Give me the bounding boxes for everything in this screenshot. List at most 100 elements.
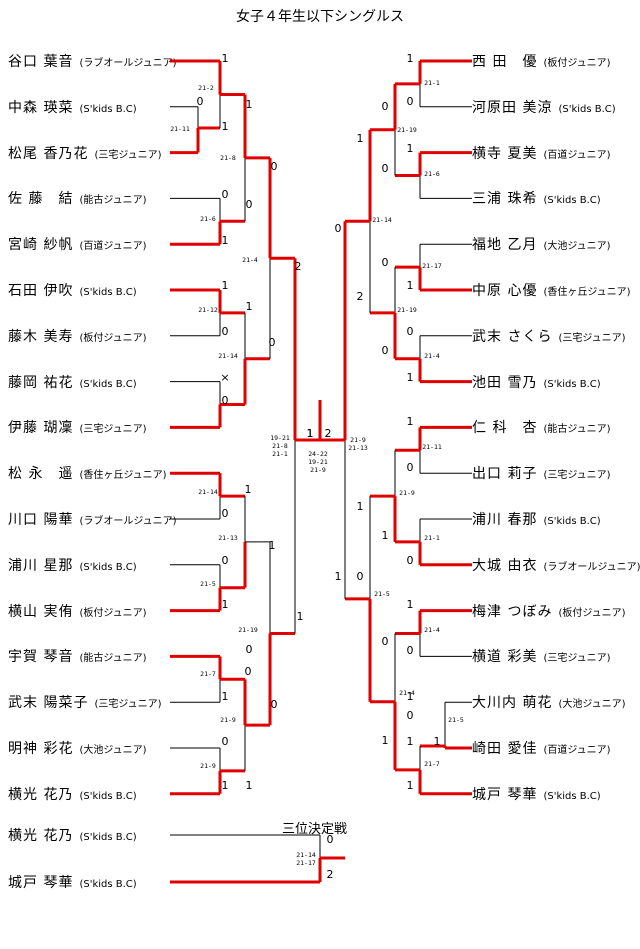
player-club: (S'kids B.C) <box>79 790 137 802</box>
match-score: 1 <box>222 52 229 65</box>
match-score: 2 <box>327 868 334 881</box>
player-name: 浦川 春那 <box>472 512 538 528</box>
player-name: 宇賀 琴音 <box>8 649 74 666</box>
player-club: (板付ジュニア) <box>79 332 147 344</box>
player-name: 城戸 琴華 <box>472 786 538 803</box>
player-name: 明神 彩花 <box>8 741 74 757</box>
match-result: 21-5 <box>200 580 216 588</box>
player-club: (三宅ジュニア) <box>558 332 626 344</box>
player-club: (三宅ジュニア) <box>79 424 147 436</box>
match-score: 0 <box>407 325 414 338</box>
match-score: 1 <box>222 120 229 133</box>
match-result: 21-6 <box>424 170 440 178</box>
player-club: (板付ジュニア) <box>543 58 611 69</box>
player-name: 武末 さくら <box>472 328 553 345</box>
player-club: (S'kids B.C) <box>543 516 601 527</box>
match-result: 21-1 <box>424 79 440 87</box>
match-score: 0 <box>197 95 204 108</box>
player-club: (三宅ジュニア) <box>543 470 611 482</box>
match-score: 1 <box>407 779 414 792</box>
player-club: (S'kids B.C) <box>543 378 601 390</box>
right-player-11: 浦川 春那 (S'kids B.C) <box>472 509 601 529</box>
left-player-9: 伊藤 瑚凜(三宅ジュニア) <box>8 417 147 437</box>
player-club: (能古ジュニア) <box>543 424 611 436</box>
match-score: 1 <box>245 483 252 496</box>
match-score: 0 <box>222 188 229 201</box>
left-player-17: 横光 花乃(S'kids B.C) <box>8 784 137 804</box>
left-player-1: 谷口 葉音(ラブオールジュニア) <box>8 51 177 71</box>
player-club: (大池ジュニア) <box>79 745 147 756</box>
match-result: 21-11 <box>170 125 190 133</box>
player-club: (大池ジュニア) <box>543 241 611 253</box>
right-player-17: 城戸 琴華(S'kids B.C) <box>472 784 601 804</box>
left-player-4: 佐 藤 結(能古ジュニア) <box>8 188 147 208</box>
left-player-13: 横山 実侑(板付ジュニア) <box>8 601 147 621</box>
match-score: 0 <box>407 554 414 567</box>
player-club: (百道ジュニア) <box>543 149 611 161</box>
match-result: 19-21 <box>270 434 290 442</box>
right-player-7: 武末 さくら (三宅ジュニア) <box>472 326 626 346</box>
match-score: 0 <box>335 222 342 235</box>
match-result: 21-19 <box>238 626 258 634</box>
right-player-3: 横寺 夏美 (百道ジュニア) <box>472 143 611 163</box>
left-player-12: 浦川 星那(S'kids B.C) <box>8 555 137 575</box>
match-score: 0 <box>382 635 389 648</box>
match-result: 21-4 <box>242 256 258 264</box>
match-result: 24-22 <box>308 450 328 458</box>
player-club: (S'kids B.C) <box>79 832 137 843</box>
player-name: 横光 花乃 <box>8 828 74 844</box>
player-name: 大川内 萌花 <box>472 695 553 712</box>
player-name: 宮崎 紗帆 <box>8 237 74 254</box>
match-result: 21-4 <box>424 352 440 360</box>
right-player-2: 河原田 美涼(S'kids B.C) <box>472 97 616 117</box>
match-score: 1 <box>222 234 229 247</box>
player-name: 横寺 夏美 <box>472 145 538 162</box>
match-score: 1 <box>222 279 229 292</box>
match-score: 1 <box>407 690 414 703</box>
match-result: 21-7 <box>200 670 216 678</box>
match-score: 1 <box>222 779 229 792</box>
match-result: 21-12 <box>198 306 218 314</box>
match-score: 0 <box>407 709 414 722</box>
match-score: 1 <box>407 598 414 611</box>
match-result: 21-14 <box>296 851 316 859</box>
right-player-6: 中原 心優(香住ヶ丘ジュニア) <box>472 280 631 300</box>
player-club: (板付ジュニア) <box>558 607 626 619</box>
player-name: 城戸 琴華 <box>8 875 74 891</box>
player-name: 川口 陽華 <box>8 512 74 528</box>
player-name: 西 田 優 <box>472 54 538 70</box>
match-score: 0 <box>222 507 229 520</box>
player-name: 三浦 珠希 <box>472 191 538 208</box>
match-score: 0 <box>222 735 229 748</box>
player-name: 大城 由衣 <box>472 557 538 574</box>
left-player-14: 宇賀 琴音(能古ジュニア) <box>8 646 147 666</box>
player-name: 松 永 遥 <box>8 466 74 483</box>
match-score: 1 <box>434 735 441 748</box>
left-player-5: 宮崎 紗帆(百道ジュニア) <box>8 234 147 254</box>
match-score: 2 <box>325 427 332 440</box>
match-score: 0 <box>407 95 414 108</box>
player-club: (ラブオールジュニア) <box>79 58 177 69</box>
match-score: 0 <box>271 160 278 173</box>
match-score: 1 <box>382 529 389 542</box>
match-score: 1 <box>222 690 229 703</box>
match-score: 1 <box>407 279 414 292</box>
match-result: 21-13 <box>348 444 368 452</box>
match-result: 21-14 <box>372 216 392 224</box>
right-player-4: 三浦 珠希(S'kids B.C) <box>472 188 601 208</box>
match-score: 1 <box>269 539 276 552</box>
match-result: 21-17 <box>422 262 442 270</box>
player-club: (S'kids B.C) <box>79 287 137 298</box>
match-score: 1 <box>382 734 389 747</box>
player-club: (百道ジュニア) <box>543 745 611 756</box>
match-result: 21-13 <box>218 534 238 542</box>
match-result: 19-21 <box>308 458 328 466</box>
player-club: (S'kids B.C) <box>79 378 137 390</box>
match-score: 1 <box>335 570 342 583</box>
match-result: 21-4 <box>399 689 415 697</box>
match-score: 1 <box>307 427 314 440</box>
match-score: 0 <box>222 554 229 567</box>
right-player-10: 出口 莉子(三宅ジュニア) <box>472 463 611 483</box>
left-player-10: 松 永 遥(香住ヶ丘ジュニア) <box>8 463 167 483</box>
